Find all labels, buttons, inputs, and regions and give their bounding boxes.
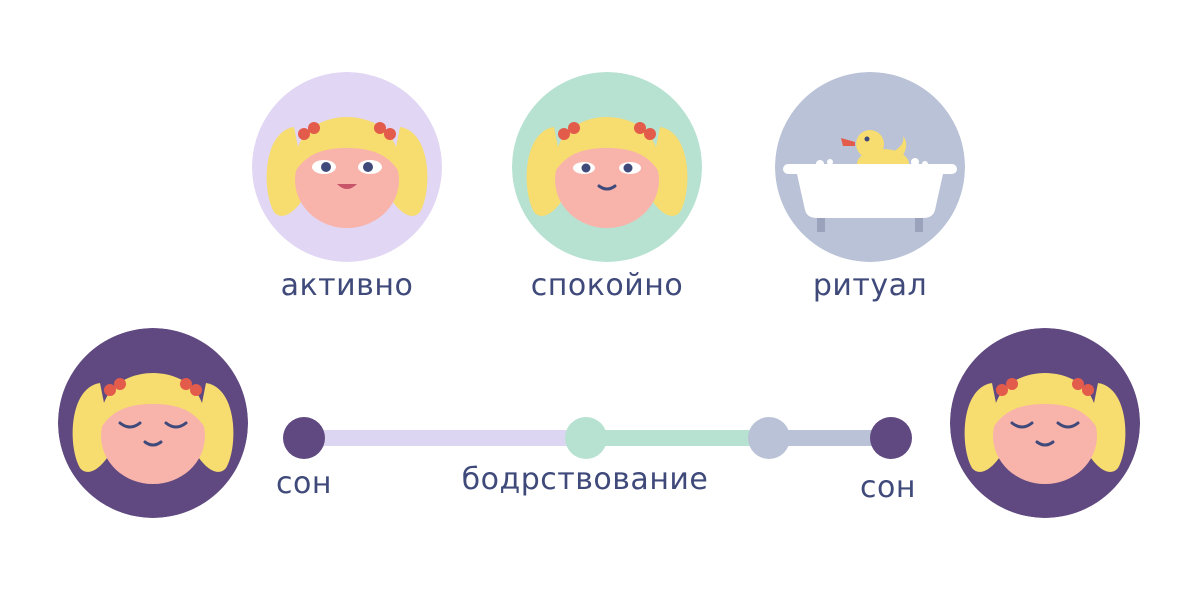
state-label-active: активно — [280, 268, 414, 303]
calm-start-dot — [565, 417, 607, 459]
calm-state-circle — [512, 72, 702, 262]
sleep-start-circle — [58, 328, 248, 518]
sleep-end-dot — [870, 417, 912, 459]
ritual-start-dot — [748, 417, 790, 459]
timeline-middle-label: бодрствование — [461, 462, 709, 497]
active-segment — [304, 430, 586, 446]
timeline-start-label: сон — [276, 466, 332, 501]
timeline-end-label: сон — [860, 470, 916, 505]
ritual-segment — [769, 430, 891, 446]
girl-smiling-icon — [252, 72, 442, 262]
girl-sleeping-icon — [950, 328, 1140, 518]
state-label-ritual: ритуал — [812, 268, 928, 303]
girl-sleeping-icon — [58, 328, 248, 518]
bathtub-duck-icon — [775, 72, 965, 262]
sleep-end-circle — [950, 328, 1140, 518]
ritual-state-circle — [775, 72, 965, 262]
calm-segment — [586, 430, 769, 446]
girl-calm-icon — [512, 72, 702, 262]
sleep-start-dot — [283, 417, 325, 459]
active-state-circle — [252, 72, 442, 262]
state-label-calm: спокойно — [530, 268, 684, 303]
